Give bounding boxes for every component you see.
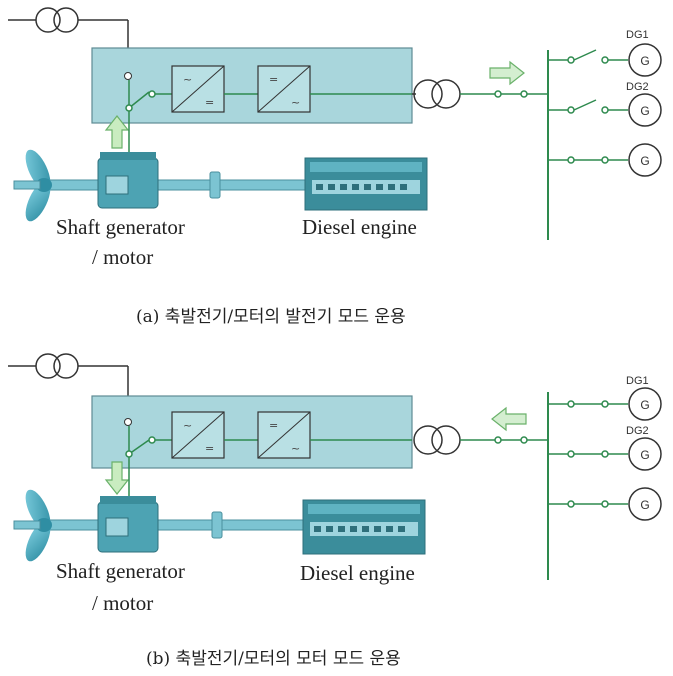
g3-symbol: G [640, 154, 649, 168]
transformer-top-b [8, 353, 129, 420]
dg1-symbol: G [640, 54, 649, 68]
dg2-symbol: G [640, 104, 649, 118]
generator-dg2-a: G DG2 [548, 81, 662, 127]
conv1-bottom-symbol: = [205, 96, 214, 109]
generator-g3-b: G [548, 487, 662, 521]
converter-ac-dc-b: ~ = [171, 411, 225, 459]
diesel-engine-label-a: Diesel engine [302, 215, 417, 239]
g3-symbol-b: G [640, 498, 649, 512]
shaft-a [39, 179, 311, 191]
conv1-bottom-symbol-b: = [205, 442, 214, 455]
shaft-b [39, 519, 311, 531]
conv2-bottom-symbol: ~ [291, 96, 300, 109]
propeller-b [13, 489, 52, 562]
power-flow-arrow-b [491, 406, 527, 432]
transformer-right-b [413, 425, 548, 455]
converter-box-b [91, 395, 413, 469]
panel-a: ~ = = ~ [8, 7, 662, 327]
transformer-right-a [412, 79, 548, 109]
motor-label-a: / motor [92, 245, 153, 269]
conv1-top-symbol-b: ~ [183, 419, 192, 432]
diesel-engine-label-b: Diesel engine [300, 561, 415, 585]
generator-g3-a: G [548, 143, 662, 177]
shaft-machine-b [97, 496, 159, 553]
shaft-generator-label-b: Shaft generator [56, 559, 185, 583]
node-a [124, 72, 132, 80]
shaft-machine-a [97, 152, 159, 209]
conv1-top-symbol: ~ [183, 73, 192, 86]
up-arrow-a [104, 115, 130, 149]
generator-dg2-b: G DG2 [548, 425, 662, 471]
conv2-bottom-symbol-b: ~ [291, 442, 300, 455]
mode-switch-a [125, 80, 172, 112]
coupling-b [211, 511, 223, 539]
shaft-generator-label-a: Shaft generator [56, 215, 185, 239]
node-b [124, 418, 132, 426]
dg1-label-b: DG1 [626, 375, 649, 387]
caption-b: (b) 축발전기/모터의 모터 모드 운용 [146, 649, 401, 669]
dg1-symbol-b: G [640, 398, 649, 412]
motor-label-b: / motor [92, 591, 153, 615]
conv2-top-symbol-b: = [269, 419, 278, 432]
dg2-label: DG2 [626, 81, 649, 93]
dg2-label-b: DG2 [626, 425, 649, 437]
panel-b: ~ = = ~ G DG1 [8, 353, 662, 669]
power-flow-arrow-a [489, 60, 525, 86]
diesel-engine-a [304, 157, 428, 211]
diesel-engine-b [302, 499, 426, 555]
coupling-a [209, 171, 221, 199]
generator-dg1-b: G DG1 [548, 375, 662, 421]
conv2-top-symbol: = [269, 73, 278, 86]
converter-ac-dc-a: ~ = [171, 65, 225, 113]
down-arrow-b [104, 461, 130, 495]
propeller-a [13, 149, 52, 222]
generator-dg1-a: G DG1 [548, 29, 662, 77]
converter-dc-ac-a: = ~ [257, 65, 311, 113]
dg1-label: DG1 [626, 29, 649, 41]
dg2-symbol-b: G [640, 448, 649, 462]
converter-box-a [91, 47, 413, 124]
caption-a: (a) 축발전기/모터의 발전기 모드 운용 [136, 307, 406, 327]
converter-dc-ac-b: = ~ [257, 411, 311, 459]
